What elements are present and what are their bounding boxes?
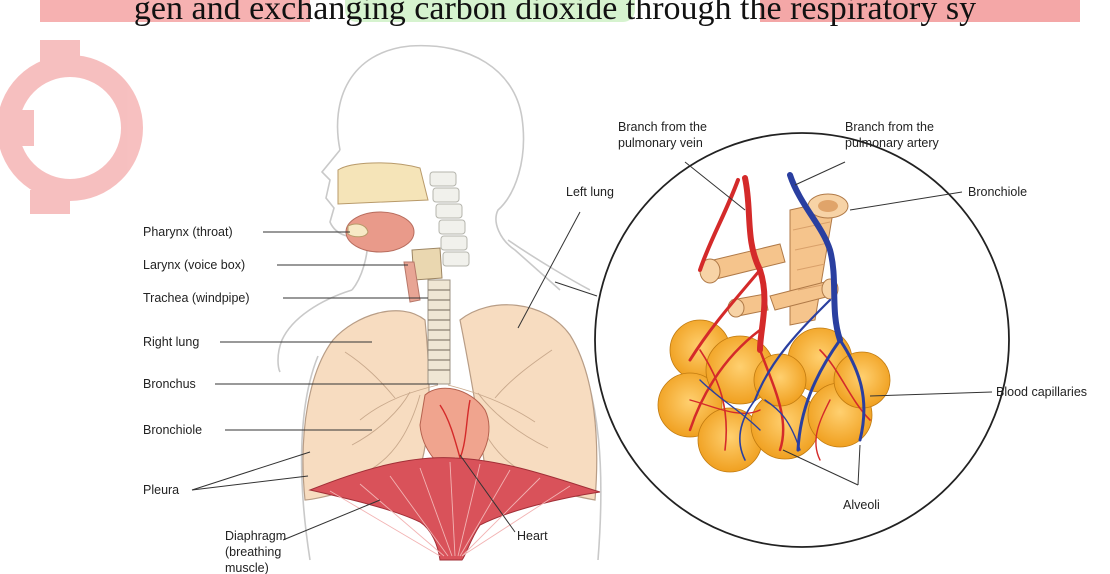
label-pulmonary-vein-line1: Branch from the	[618, 120, 707, 134]
watermark-gear-icon	[8, 40, 132, 214]
magnified-alveoli-view	[595, 133, 1009, 547]
label-heart: Heart	[517, 529, 548, 543]
trachea-shape	[428, 280, 450, 384]
label-alveoli: Alveoli	[843, 498, 880, 512]
label-blood-capillaries: Blood capillaries	[996, 385, 1087, 399]
caption-fragment: gen and exchanging carbon dioxide throug…	[0, 0, 1110, 28]
label-diaphragm-line3: muscle)	[225, 561, 269, 574]
label-trachea: Trachea (windpipe)	[143, 291, 250, 305]
label-bronchiole-left: Bronchiole	[143, 423, 202, 437]
label-right-lung: Right lung	[143, 335, 199, 349]
label-pharynx: Pharynx (throat)	[143, 225, 233, 239]
nasal-cavity	[338, 163, 428, 252]
label-diaphragm-line1: Diaphragm	[225, 529, 286, 543]
label-bronchiole-right: Bronchiole	[968, 185, 1027, 199]
label-larynx: Larynx (voice box)	[143, 258, 245, 272]
label-bronchus: Bronchus	[143, 377, 196, 391]
zoom-connector	[555, 282, 597, 296]
label-pulmonary-artery-line2: pulmonary artery	[845, 136, 940, 150]
label-diaphragm-line2: (breathing	[225, 545, 281, 559]
label-pulmonary-vein-line2: pulmonary vein	[618, 136, 703, 150]
label-pulmonary-artery-line1: Branch from the	[845, 120, 934, 134]
label-left-lung: Left lung	[566, 185, 614, 199]
label-pleura: Pleura	[143, 483, 179, 497]
